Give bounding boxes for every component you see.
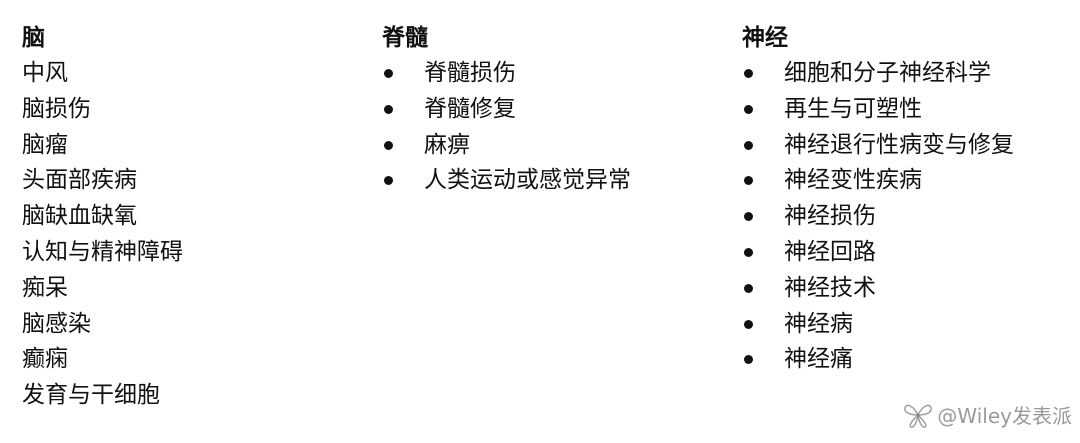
- list-item: 神经回路: [742, 235, 1072, 271]
- list-item: 细胞和分子神经科学: [742, 56, 1072, 92]
- list-item-label: 人类运动或感觉异常: [424, 167, 631, 194]
- list-item-label: 脊髓损伤: [424, 60, 516, 86]
- list-item: 神经损伤: [742, 199, 1072, 235]
- nerve-list: 细胞和分子神经科学 再生与可塑性 神经退行性病变与修复 神经变性疾病 神经损伤 …: [742, 56, 1072, 378]
- list-item: 脊髓损伤: [382, 56, 712, 92]
- list-item: 头面部疾病: [22, 167, 137, 194]
- list-item: 痴呆: [22, 274, 68, 301]
- list-item: 神经病: [742, 307, 1072, 343]
- bullet-icon: [744, 355, 753, 365]
- brain-heading: 脑: [22, 25, 45, 51]
- list-item: 脑损伤: [22, 95, 91, 122]
- bullet-icon: [744, 176, 753, 186]
- nerve-column: 神经 细胞和分子神经科学 再生与可塑性 神经退行性病变与修复 神经变性疾病 神经…: [742, 22, 1072, 378]
- list-item: 神经变性疾病: [742, 163, 1072, 199]
- list-item-label: 神经技术: [784, 274, 876, 301]
- list-item: 脊髓修复: [382, 92, 712, 128]
- bullet-icon: [744, 283, 753, 293]
- bullet-icon: [744, 247, 753, 257]
- bullet-icon: [744, 69, 753, 78]
- list-item-label: 再生与可塑性: [784, 95, 922, 122]
- list-item-label: 神经损伤: [784, 203, 876, 230]
- list-item: 麻痹: [382, 128, 712, 164]
- list-item: 神经技术: [742, 271, 1072, 307]
- list-item: 脑缺血缺氧: [22, 203, 137, 230]
- watermark-text: @Wiley发表派: [937, 404, 1072, 428]
- list-item-label: 神经退行性病变与修复: [784, 131, 1014, 158]
- list-item: 脑感染: [22, 310, 91, 337]
- list-item-label: 麻痹: [424, 131, 470, 158]
- spine-heading: 脊髓: [382, 25, 428, 51]
- spine-list: 脊髓损伤 脊髓修复 麻痹 人类运动或感觉异常: [382, 56, 712, 199]
- list-item-label: 神经病: [784, 310, 853, 337]
- list-item-label: 脊髓修复: [424, 95, 516, 122]
- bullet-icon: [744, 212, 753, 222]
- list-item-label: 细胞和分子神经科学: [784, 60, 991, 86]
- list-item-label: 神经变性疾病: [784, 167, 922, 194]
- list-item: 发育与干细胞: [22, 382, 160, 409]
- spine-column: 脊髓 脊髓损伤 脊髓修复 麻痹 人类运动或感觉异常: [382, 22, 712, 199]
- list-item: 神经痛: [742, 342, 1072, 378]
- watermark: @Wiley发表派: [903, 400, 1072, 429]
- list-item: 脑瘤: [22, 131, 68, 158]
- nerve-heading: 神经: [742, 25, 788, 51]
- list-item-label: 神经回路: [784, 238, 876, 265]
- list-item: 人类运动或感觉异常: [382, 163, 712, 199]
- list-item: 认知与精神障碍: [22, 238, 183, 265]
- list-item: 神经退行性病变与修复: [742, 128, 1072, 164]
- brain-list: 中风 脑损伤 脑瘤 头面部疾病 脑缺血缺氧 认知与精神障碍 痴呆 脑感染 癫痫 …: [22, 56, 352, 414]
- list-item-label: 神经痛: [784, 346, 853, 373]
- list-item: 再生与可塑性: [742, 92, 1072, 128]
- bullet-icon: [384, 140, 393, 150]
- bullet-icon: [744, 104, 753, 114]
- list-item: 癫痫: [22, 346, 68, 373]
- bullet-icon: [384, 176, 393, 186]
- bullet-icon: [744, 140, 753, 150]
- list-item: 中风: [22, 60, 68, 86]
- brain-column: 脑 中风 脑损伤 脑瘤 头面部疾病 脑缺血缺氧 认知与精神障碍 痴呆 脑感染 癫…: [22, 22, 352, 414]
- butterfly-logo-icon: [903, 401, 933, 429]
- bullet-icon: [744, 319, 753, 329]
- bullet-icon: [384, 104, 393, 114]
- bullet-icon: [384, 69, 393, 78]
